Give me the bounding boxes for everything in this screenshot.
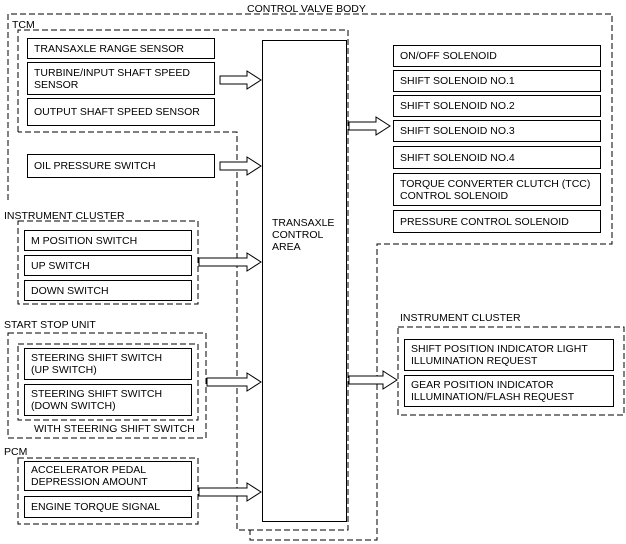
shift-solenoid-no1-label: SHIFT SOLENOID NO.1 [400,75,515,87]
oil-pressure-switch: OIL PRESSURE SWITCH [27,154,215,178]
pressure-control-solenoid-label: PRESSURE CONTROL SOLENOID [400,215,569,228]
steering-shift-switch-down: STEERING SHIFT SWITCH (DOWN SWITCH) [24,384,192,416]
transaxle-range-sensor: TRANSAXLE RANGE SENSOR [27,38,215,59]
shift-solenoid-no1: SHIFT SOLENOID NO.1 [393,70,601,92]
tcc-control-solenoid-label: TORQUE CONVERTER CLUTCH (TCC) CONTROL SO… [400,177,591,202]
output-shaft-speed-sensor: OUTPUT SHAFT SPEED SENSOR [27,98,215,126]
instrument-cluster-in-title: INSTRUMENT CLUSTER [4,210,125,222]
up-switch: UP SWITCH [24,255,192,276]
on-off-solenoid-label: ON/OFF SOLENOID [400,50,497,62]
shift-solenoid-no2-label: SHIFT SOLENOID NO.2 [400,100,515,112]
arrow-oil-pressure [219,156,262,176]
shift-position-indicator-request: SHIFT POSITION INDICATOR LIGHT ILLUMINAT… [404,339,614,371]
start-stop-unit-title: START STOP UNIT [4,319,96,331]
on-off-solenoid: ON/OFF SOLENOID [393,45,601,67]
arrow-to-solenoids [348,116,391,136]
steering-shift-switch-down-label: STEERING SHIFT SWITCH (DOWN SWITCH) [31,388,163,412]
gear-position-indicator-request: GEAR POSITION INDICATOR ILLUMINATION/FLA… [404,375,614,407]
accelerator-pedal-depression-amount: ACCELERATOR PEDAL DEPRESSION AMOUNT [24,461,192,491]
m-position-switch: M POSITION SWITCH [24,230,192,251]
shift-solenoid-no2: SHIFT SOLENOID NO.2 [393,95,601,117]
control-valve-body-title: CONTROL VALVE BODY [247,3,366,15]
transaxle-control-area: TRANSAXLE CONTROL AREA [262,40,347,522]
engine-torque-signal: ENGINE TORQUE SIGNAL [24,496,192,518]
shift-solenoid-no4: SHIFT SOLENOID NO.4 [393,146,601,169]
down-switch: DOWN SWITCH [24,280,192,301]
gear-position-indicator-request-label: GEAR POSITION INDICATOR ILLUMINATION/FLA… [411,379,575,403]
pcm-title: PCM [4,446,28,458]
arrow-to-instrument-cluster [348,370,398,390]
transaxle-range-sensor-label: TRANSAXLE RANGE SENSOR [34,42,184,55]
instrument-cluster-out-title: INSTRUMENT CLUSTER [400,312,521,324]
down-switch-label: DOWN SWITCH [31,284,109,297]
turbine-input-shaft-speed-sensor: TURBINE/INPUT SHAFT SPEED SENSOR [27,62,215,95]
shift-solenoid-no3-label: SHIFT SOLENOID NO.3 [400,125,515,137]
arrow-steering-shift [206,372,262,392]
steering-shift-switch-up-label: STEERING SHIFT SWITCH (UP SWITCH) [31,352,163,376]
engine-torque-signal-label: ENGINE TORQUE SIGNAL [31,501,161,513]
shift-solenoid-no3: SHIFT SOLENOID NO.3 [393,120,601,142]
output-shaft-speed-sensor-label: OUTPUT SHAFT SPEED SENSOR [34,106,200,118]
steering-shift-switch-up: STEERING SHIFT SWITCH (UP SWITCH) [24,348,192,380]
oil-pressure-switch-label: OIL PRESSURE SWITCH [34,160,156,172]
shift-solenoid-no4-label: SHIFT SOLENOID NO.4 [400,151,515,164]
accelerator-pedal-depression-amount-label: ACCELERATOR PEDAL DEPRESSION AMOUNT [31,464,148,488]
tcm-title: TCM [12,19,35,31]
steering-shift-note: WITH STEERING SHIFT SWITCH [34,423,195,435]
turbine-input-shaft-speed-sensor-label: TURBINE/INPUT SHAFT SPEED SENSOR [34,66,190,91]
arrow-instrument-cluster [198,252,262,272]
up-switch-label: UP SWITCH [31,259,90,272]
shift-position-indicator-request-label: SHIFT POSITION INDICATOR LIGHT ILLUMINAT… [411,343,588,367]
pressure-control-solenoid: PRESSURE CONTROL SOLENOID [393,210,601,233]
arrow-tcm-sensors [219,70,262,90]
arrow-pcm [198,482,262,502]
m-position-switch-label: M POSITION SWITCH [31,234,138,247]
tcc-control-solenoid: TORQUE CONVERTER CLUTCH (TCC) CONTROL SO… [393,173,601,206]
transaxle-control-area-label: TRANSAXLE CONTROL AREA [272,217,335,253]
